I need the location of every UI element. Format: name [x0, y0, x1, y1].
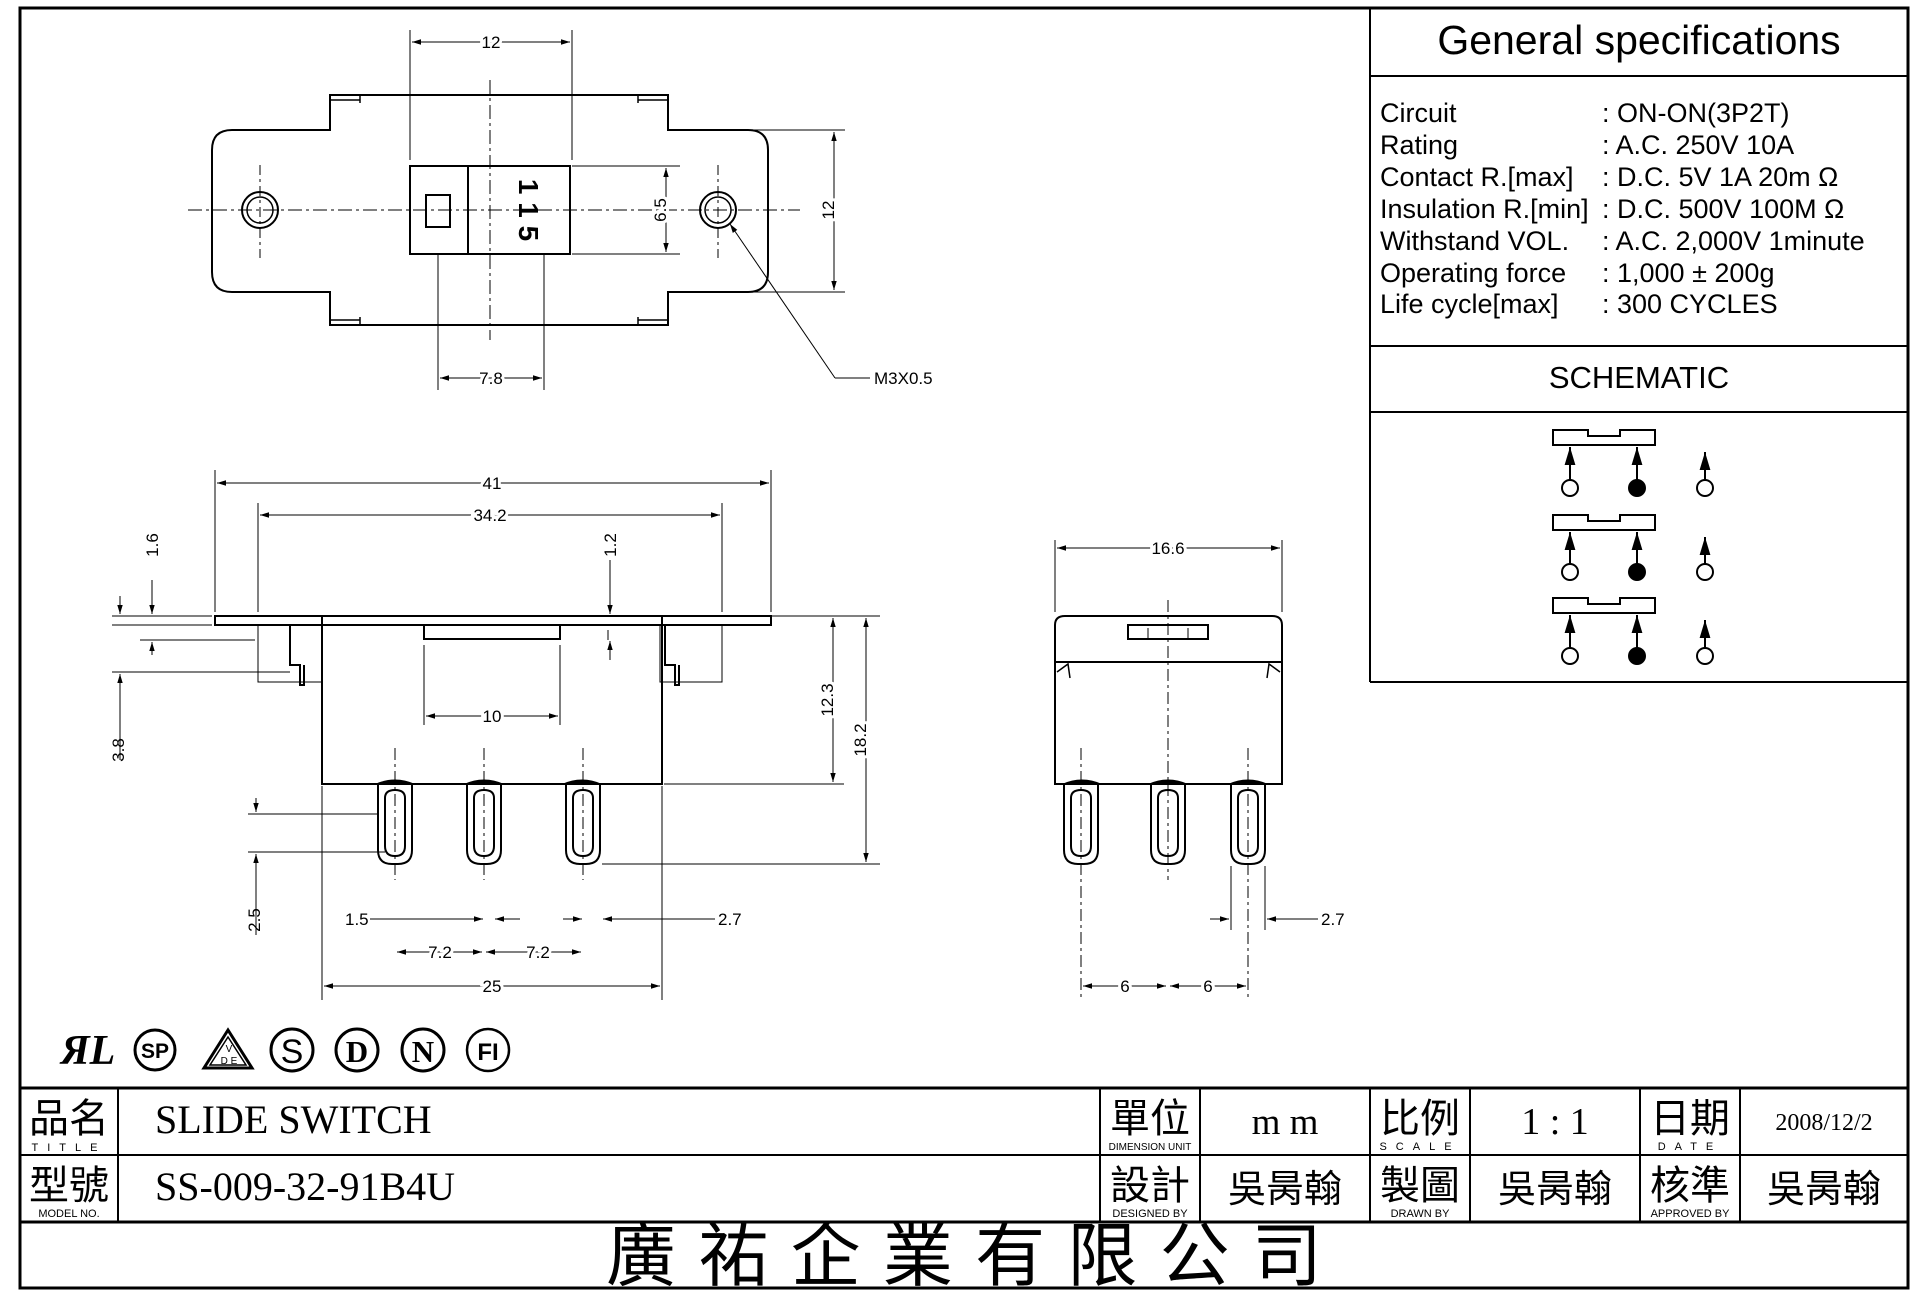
dim-front-34-2: 34.2 [473, 506, 506, 525]
designed-label: 設計 [1110, 1163, 1190, 1209]
scale-value: 1 : 1 [1521, 1101, 1589, 1143]
model-label: 型號 [29, 1163, 109, 1209]
front-plate [214, 615, 772, 626]
scale-label: 比例 [1380, 1096, 1460, 1142]
schematic-position-3 [1552, 597, 1714, 665]
designed-sublabel: DESIGNED BY [1112, 1208, 1188, 1220]
certification-marks: ЯL SP V D E S D N FI [59, 1027, 511, 1074]
dim-front-41: 41 [483, 474, 502, 493]
dim-top-height: 12 [819, 201, 838, 220]
dim-front-1-6: 1.6 [143, 533, 162, 557]
svg-text:S: S [281, 1033, 304, 1071]
spec-value-insulation: : D.C. 500V 100M Ω [1602, 194, 1844, 224]
approved-value: 吳昺翰 [1767, 1167, 1881, 1211]
fimko-mark-icon: FI [465, 1027, 511, 1073]
dim-side-6-a: 6 [1120, 977, 1129, 996]
spec-title: General specifications [1437, 17, 1840, 63]
dim-side-16-6: 16.6 [1151, 539, 1184, 558]
top-view: 1 1 5 12 7.8 6.5 12 M3X0.5 [188, 30, 933, 391]
dim-top-offset: 7.8 [479, 369, 503, 388]
spec-value-life: : 300 CYCLES [1602, 289, 1778, 319]
svg-text:N: N [412, 1034, 434, 1069]
date-label: 日期 [1650, 1096, 1730, 1142]
svg-text:V: V [226, 1044, 233, 1055]
svg-text:D E: D E [221, 1056, 238, 1067]
spec-value-force: : 1,000 ± 200g [1602, 258, 1774, 288]
model-sublabel: MODEL NO. [38, 1208, 99, 1220]
spec-value-contact: : D.C. 5V 1A 20m Ω [1602, 162, 1838, 192]
unit-sublabel: DIMENSION UNIT [1109, 1142, 1192, 1153]
csa-mark-icon: SP [133, 1028, 177, 1072]
approved-sublabel: APPROVED BY [1651, 1208, 1731, 1220]
spec-label-withstand: Withstand VOL. [1380, 226, 1569, 256]
switch-marking: 1 1 5 [513, 179, 544, 241]
unit-value: m m [1252, 1102, 1319, 1143]
side-terminal-2 [1150, 784, 1186, 865]
spec-label-contact: Contact R.[max] [1380, 162, 1574, 192]
drawn-sublabel: DRAWN BY [1391, 1208, 1451, 1220]
spec-panel: General specifications Circuit : ON-ON(3… [1369, 8, 1908, 683]
title-block: 品名 TITLE SLIDE SWITCH 型號 MODEL NO. SS-00… [20, 1086, 1908, 1294]
sheet-border [18, 6, 1910, 1290]
model-value: SS-009-32-91B4U [155, 1164, 455, 1209]
date-sublabel: DATE [1658, 1141, 1723, 1153]
dim-side-2-7: 2.7 [1321, 910, 1345, 929]
dim-top-slot: 6.5 [651, 198, 670, 222]
front-view: 41 34.2 1.6 3.8 1.2 10 12.3 18.2 [109, 470, 880, 1000]
spec-label-circuit: Circuit [1380, 98, 1457, 128]
demko-mark-icon: D [334, 1027, 380, 1073]
dim-top-width: 12 [482, 33, 501, 52]
spec-label-force: Operating force [1380, 258, 1566, 288]
schematic-title: SCHEMATIC [1549, 360, 1729, 395]
semko-mark-icon: S [269, 1027, 315, 1073]
dim-front-10: 10 [483, 707, 502, 726]
side-view: 16.6 2.7 6 6 [1054, 536, 1345, 1000]
spec-label-rating: Rating [1380, 130, 1458, 160]
spec-value-rating: : A.C. 250V 10A [1602, 130, 1794, 160]
slider-knob [425, 194, 451, 228]
schematic-position-2 [1552, 514, 1714, 581]
schematic-position-1 [1552, 429, 1714, 497]
approved-label: 核準 [1650, 1163, 1730, 1209]
vde-mark-icon: V D E [201, 1027, 255, 1070]
drawn-value: 吳昺翰 [1498, 1167, 1612, 1211]
title-label: 品名 [29, 1096, 109, 1142]
dim-front-1-2: 1.2 [601, 533, 620, 557]
schematic-diagram [1552, 429, 1714, 665]
dim-front-2-5: 2.5 [245, 908, 264, 932]
scale-sublabel: SCALE [1379, 1141, 1460, 1153]
spec-label-life: Life cycle[max] [1380, 289, 1559, 319]
svg-text:D: D [346, 1034, 368, 1069]
front-actuator [423, 624, 561, 640]
company-name: 廣 祐 企 業 有 限 公 司 [606, 1215, 1322, 1294]
dim-front-2-7: 2.7 [718, 910, 742, 929]
slider-window [409, 165, 571, 255]
dim-front-3-8: 3.8 [109, 738, 128, 762]
designed-value: 吳昺翰 [1228, 1167, 1342, 1211]
nemko-mark-icon: N [400, 1027, 446, 1073]
dim-front-7-2-a: 7.2 [428, 943, 452, 962]
svg-text:FI: FI [477, 1039, 498, 1066]
front-body [321, 615, 663, 785]
ul-mark-icon: ЯL [59, 1028, 116, 1074]
title-value: SLIDE SWITCH [155, 1097, 432, 1142]
dim-front-18-2: 18.2 [851, 723, 870, 756]
spec-label-insulation: Insulation R.[min] [1380, 194, 1589, 224]
spec-value-withstand: : A.C. 2,000V 1minute [1602, 226, 1865, 256]
thread-callout: M3X0.5 [874, 369, 933, 388]
date-value: 2008/12/2 [1775, 1110, 1872, 1136]
title-sublabel: TITLE [32, 1142, 107, 1154]
dim-front-7-2-b: 7.2 [526, 943, 550, 962]
dim-side-6-b: 6 [1203, 977, 1212, 996]
dim-front-1-5: 1.5 [345, 910, 369, 929]
drawn-label: 製圖 [1380, 1163, 1460, 1209]
dim-front-12-3: 12.3 [818, 683, 837, 716]
spec-value-circuit: : ON-ON(3P2T) [1602, 98, 1790, 128]
svg-text:SP: SP [141, 1040, 169, 1063]
unit-label: 單位 [1110, 1096, 1190, 1142]
dim-front-25: 25 [483, 977, 502, 996]
